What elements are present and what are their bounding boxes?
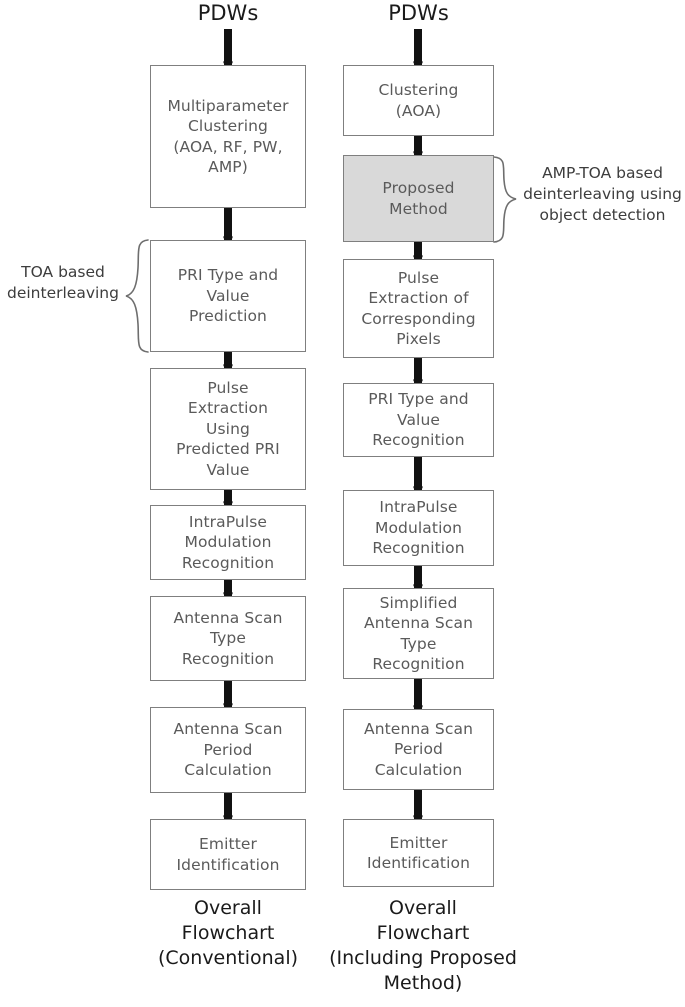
node-intrapulse-modulation-recognition-proposed[interactable]: IntraPulse Modulation Recognition bbox=[343, 490, 494, 566]
column-header-conventional: PDWs bbox=[197, 1, 259, 25]
node-pri-type-value-prediction[interactable]: PRI Type and Value Prediction bbox=[150, 240, 306, 352]
brace-toa-deinterleaving bbox=[125, 239, 149, 353]
caption-conventional: Overall Flowchart (Conventional) bbox=[157, 897, 299, 970]
node-pulse-extraction-corresponding-pixels[interactable]: Pulse Extraction of Corresponding Pixels bbox=[343, 259, 494, 358]
node-pulse-extraction-predicted-pri[interactable]: Pulse Extraction Using Predicted PRI Val… bbox=[150, 368, 306, 490]
annotation-amp-toa-based-deinterleaving: AMP-TOA based deinterleaving using objec… bbox=[523, 164, 682, 224]
node-antenna-scan-period-calculation-proposed[interactable]: Antenna Scan Period Calculation bbox=[343, 709, 494, 790]
annotation-toa-based-deinterleaving: TOA based deinterleaving bbox=[7, 263, 119, 302]
node-emitter-identification-conventional[interactable]: Emitter Identification bbox=[150, 819, 306, 890]
node-multiparameter-clustering[interactable]: Multiparameter Clustering (AOA, RF, PW, … bbox=[150, 65, 306, 208]
node-intrapulse-modulation-recognition-conventional[interactable]: IntraPulse Modulation Recognition bbox=[150, 505, 306, 580]
node-antenna-scan-type-recognition-conventional[interactable]: Antenna Scan Type Recognition bbox=[150, 596, 306, 681]
node-proposed-method[interactable]: Proposed Method bbox=[343, 155, 494, 242]
node-emitter-identification-proposed[interactable]: Emitter Identification bbox=[343, 819, 494, 887]
node-pri-type-value-recognition[interactable]: PRI Type and Value Recognition bbox=[343, 383, 494, 457]
node-simplified-antenna-scan-type-recognition[interactable]: Simplified Antenna Scan Type Recognition bbox=[343, 588, 494, 679]
column-header-proposed: PDWs bbox=[388, 1, 449, 25]
node-clustering-aoa[interactable]: Clustering (AOA) bbox=[343, 65, 494, 136]
brace-amp-toa-deinterleaving bbox=[493, 156, 517, 243]
node-antenna-scan-period-calculation-conventional[interactable]: Antenna Scan Period Calculation bbox=[150, 707, 306, 793]
caption-proposed: Overall Flowchart (Including Proposed Me… bbox=[329, 897, 517, 995]
